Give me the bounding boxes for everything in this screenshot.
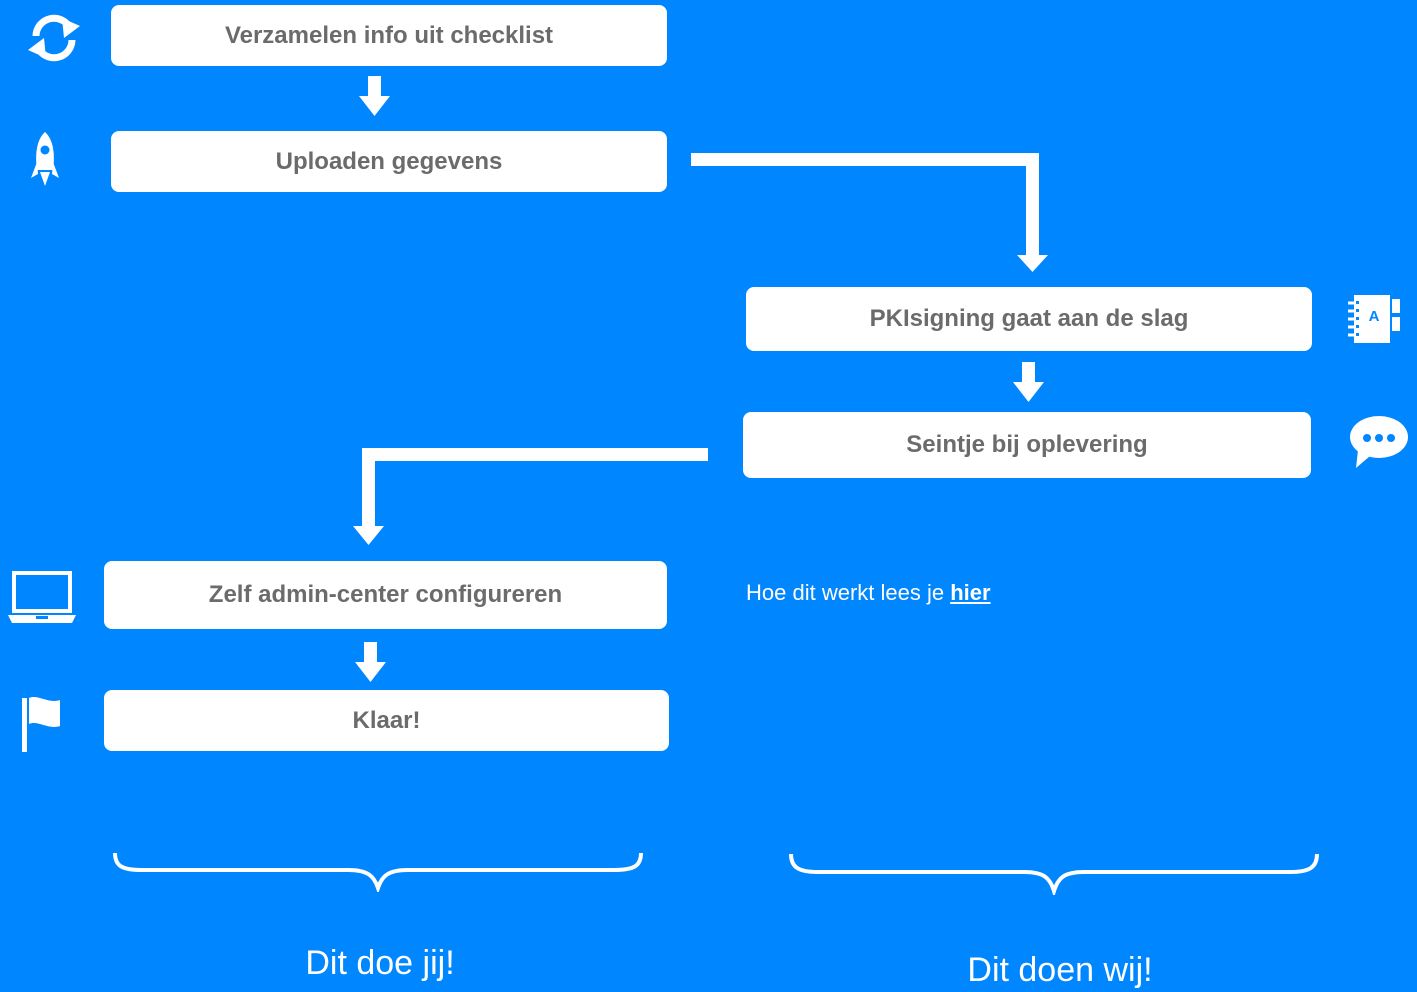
caption-we: Dit doen wij! — [967, 951, 1153, 989]
arrow-upload-to-pki — [691, 153, 1048, 272]
step-pkisigning-works-label: PKIsigning gaat aan de slag — [869, 305, 1189, 332]
arrow-notify-to-configure — [353, 448, 708, 545]
step-notify-delivery: Seintje bij oplevering — [743, 412, 1311, 478]
step-done-label: Klaar! — [352, 706, 421, 734]
right-brace — [789, 853, 1319, 895]
arrow-pki-to-notify — [1013, 362, 1044, 402]
how-it-works-text: Hoe dit werkt lees je — [746, 580, 951, 605]
step-configure-admin-center: Zelf admin-center configureren — [104, 561, 667, 629]
caption-you: Dit doe jij! — [305, 944, 455, 982]
how-it-works-link[interactable]: hier — [950, 580, 991, 605]
arrow-configure-to-done — [355, 642, 386, 682]
sync-icon — [28, 14, 80, 62]
step-pkisigning-works: PKIsigning gaat aan de slag — [746, 287, 1312, 351]
svg-text:A: A — [1369, 308, 1380, 325]
flag-icon — [22, 697, 60, 752]
step-done: Klaar! — [104, 690, 669, 751]
step-collect-info: Verzamelen info uit checklist — [111, 5, 667, 66]
step-configure-admin-center-label: Zelf admin-center configureren — [208, 581, 563, 608]
rocket-icon — [31, 132, 59, 186]
step-collect-info-label: Verzamelen info uit checklist — [224, 21, 554, 49]
arrow-collect-to-upload — [359, 76, 390, 116]
laptop-icon — [8, 571, 76, 623]
step-upload-data: Uploaden gegevens — [111, 131, 667, 192]
step-notify-delivery-label: Seintje bij oplevering — [906, 431, 1148, 458]
left-brace — [113, 852, 643, 892]
address-book-icon: A — [1348, 295, 1400, 343]
chat-bubble-icon — [1350, 416, 1408, 468]
step-upload-data-label: Uploaden gegevens — [275, 147, 503, 175]
how-it-works-note: Hoe dit werkt lees je hier — [746, 580, 991, 606]
